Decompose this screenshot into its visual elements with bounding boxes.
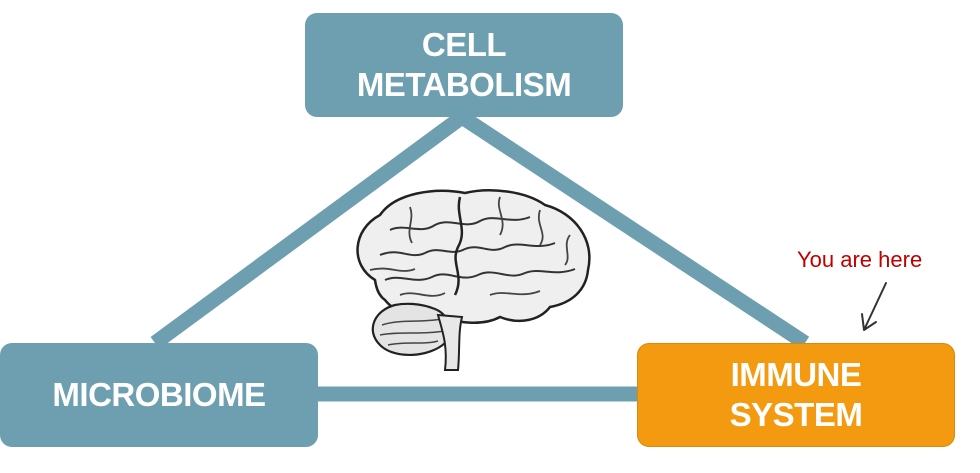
brain-stem — [436, 313, 464, 371]
node-immune-system: IMMUNE SYSTEM — [637, 343, 955, 447]
node-label-line: MICROBIOME — [52, 376, 266, 413]
node-label-line: IMMUNE — [730, 356, 862, 393]
node-label-line: SYSTEM — [729, 396, 863, 433]
node-label-line: CELL — [421, 26, 507, 63]
brain-cerebellum — [371, 302, 452, 357]
node-cell-metabolism: CELL METABOLISM — [305, 13, 623, 117]
node-microbiome: MICROBIOME — [0, 343, 318, 447]
connector-metabolism-microbiome — [150, 110, 467, 350]
brain-cerebrum — [356, 189, 591, 324]
brain-illustration — [356, 189, 591, 371]
node-label-line: METABOLISM — [356, 66, 572, 103]
you-are-here-annotation: You are here — [797, 247, 923, 272]
connector-metabolism-immune — [457, 110, 810, 350]
arrow-down-left-icon — [861, 282, 887, 331]
